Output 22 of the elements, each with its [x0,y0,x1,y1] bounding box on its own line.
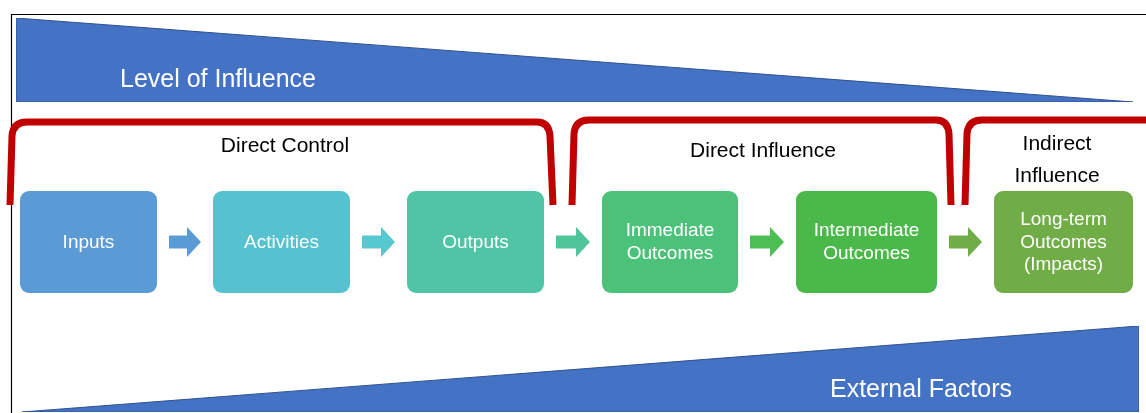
process-box [994,191,1133,293]
box-label: Activities [244,230,319,254]
banner-label: Level of Influence [120,64,316,93]
box-label: Long-term Outcomes (Impacts) [1019,207,1108,277]
process-box [213,191,350,293]
block-arrow [949,227,982,257]
process-box [20,191,157,293]
box-label: Intermediate Outcomes [812,219,921,265]
block-arrow [750,227,784,257]
box-label: Inputs [62,230,115,254]
box-label: Immediate Outcomes [624,219,716,265]
process-box [602,191,738,293]
process-box [407,191,544,293]
box-label: Outputs [442,230,509,254]
process-box [796,191,937,293]
banner-label: External Factors [830,374,1012,403]
group-heading: Direct Influence [689,137,837,163]
block-arrow [362,227,395,257]
block-arrow [169,227,201,257]
group-heading: Direct Control [219,132,351,158]
group-heading: Indirect Influence [1013,130,1101,188]
block-arrow [556,227,590,257]
